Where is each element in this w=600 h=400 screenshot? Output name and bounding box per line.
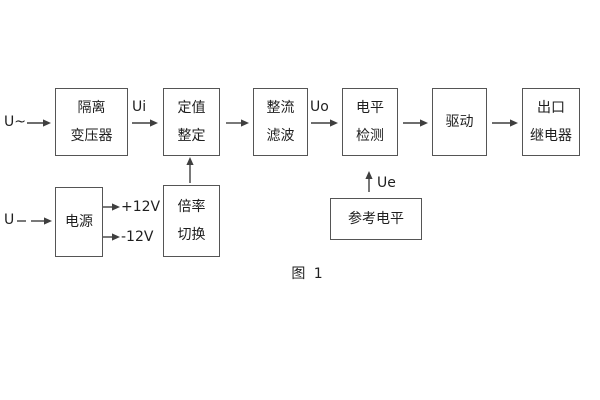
box-ratio-switching: 倍率 切换 xyxy=(163,185,220,257)
box-output-relay: 出口 继电器 xyxy=(522,88,580,156)
box-label: 整流 xyxy=(266,99,295,116)
box-isolation-transformer: 隔离 变压器 xyxy=(55,88,128,156)
arrow-setting-to-rectifier xyxy=(226,119,249,127)
arrow-ratio-to-setting xyxy=(186,157,194,183)
box-rectifier-filter: 整流 滤波 xyxy=(253,88,308,156)
box-label: 滤波 xyxy=(266,128,295,144)
box-label: 定值 xyxy=(177,99,206,116)
box-level-detection: 电平 检测 xyxy=(342,88,398,156)
label-plus-12v: +12V xyxy=(121,199,161,215)
arrow-driver-to-relay xyxy=(492,119,518,127)
box-label: 电平 xyxy=(356,99,384,116)
box-power-supply: 电源 xyxy=(55,187,103,257)
box-label: 电源 xyxy=(65,213,93,230)
arrow-minus-12v xyxy=(103,233,120,241)
box-label: 驱动 xyxy=(445,113,474,130)
box-setting-adjustment: 定值 整定 xyxy=(163,88,220,156)
label-ui: Ui xyxy=(132,99,147,115)
box-label: 倍率 xyxy=(177,198,206,215)
box-label: 切换 xyxy=(177,227,206,243)
box-driver: 驱动 xyxy=(432,88,487,156)
label-ue: Ue xyxy=(377,175,396,191)
box-label: 继电器 xyxy=(530,128,572,144)
label-uo: Uo xyxy=(310,99,329,115)
box-label: 检测 xyxy=(356,128,384,144)
figure-caption: 图 1 xyxy=(291,266,325,282)
label-dc-input: U xyxy=(4,212,15,228)
arrow-ac-input xyxy=(27,119,51,127)
box-reference-level: 参考电平 xyxy=(330,198,422,240)
arrow-detect-to-driver xyxy=(403,119,428,127)
box-label: 出口 xyxy=(537,99,565,116)
arrow-dc-input xyxy=(17,217,52,225)
arrow-plus-12v xyxy=(103,203,120,211)
label-ac-input: U~ xyxy=(4,114,26,130)
box-label: 参考电平 xyxy=(348,210,404,227)
arrow-ui xyxy=(132,119,158,127)
arrow-uo xyxy=(311,119,338,127)
box-label: 变压器 xyxy=(70,128,113,144)
box-label: 整定 xyxy=(177,128,206,144)
label-minus-12v: -12V xyxy=(121,229,154,245)
box-label: 隔离 xyxy=(77,99,106,116)
arrow-ue xyxy=(365,171,373,192)
